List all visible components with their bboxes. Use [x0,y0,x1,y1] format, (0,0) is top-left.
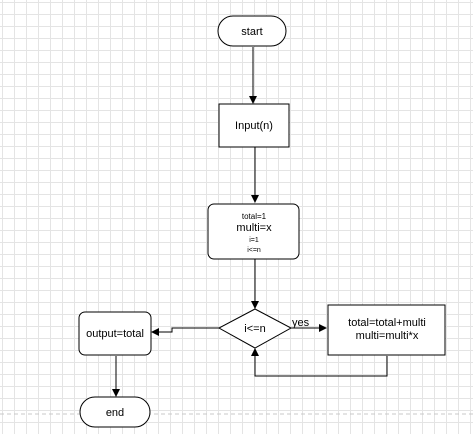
node-init-line2: multi=x [236,222,272,234]
node-init-line1: total=1 [242,212,267,221]
node-start-label: start [241,26,262,38]
node-input[interactable]: Input(n) [218,103,290,148]
node-process-line2: multi=multi*x [356,330,419,342]
node-decision[interactable]: i<=n [217,308,293,349]
node-end[interactable]: end [79,396,151,428]
node-init-line3: i=1 [249,237,259,244]
node-input-label: Input(n) [235,120,273,132]
node-input-shape[interactable] [218,103,290,148]
node-start[interactable]: start [217,15,287,47]
node-decision-shape[interactable] [217,308,293,349]
node-output[interactable]: output=total [78,311,152,356]
node-output-label: output=total [86,328,144,340]
edge-decision-no-to-output[interactable] [151,327,219,336]
edge-process-loop-back[interactable] [251,348,388,377]
node-decision-label: i<=n [244,323,265,335]
node-output-shape[interactable] [78,311,152,356]
node-start-shape[interactable] [217,15,287,47]
node-process-shape[interactable] [327,304,446,356]
node-end-label: end [106,407,124,419]
node-process[interactable]: total=total+multi multi=multi*x [327,304,446,356]
node-init-line4: i<=n [247,247,261,254]
edge-yes-label: yes [292,317,310,329]
node-init[interactable]: total=1 multi=x i=1 i<=n [207,203,300,260]
node-init-shape[interactable] [207,203,300,260]
node-process-line1: total=total+multi [348,317,426,329]
node-end-shape[interactable] [79,396,151,428]
